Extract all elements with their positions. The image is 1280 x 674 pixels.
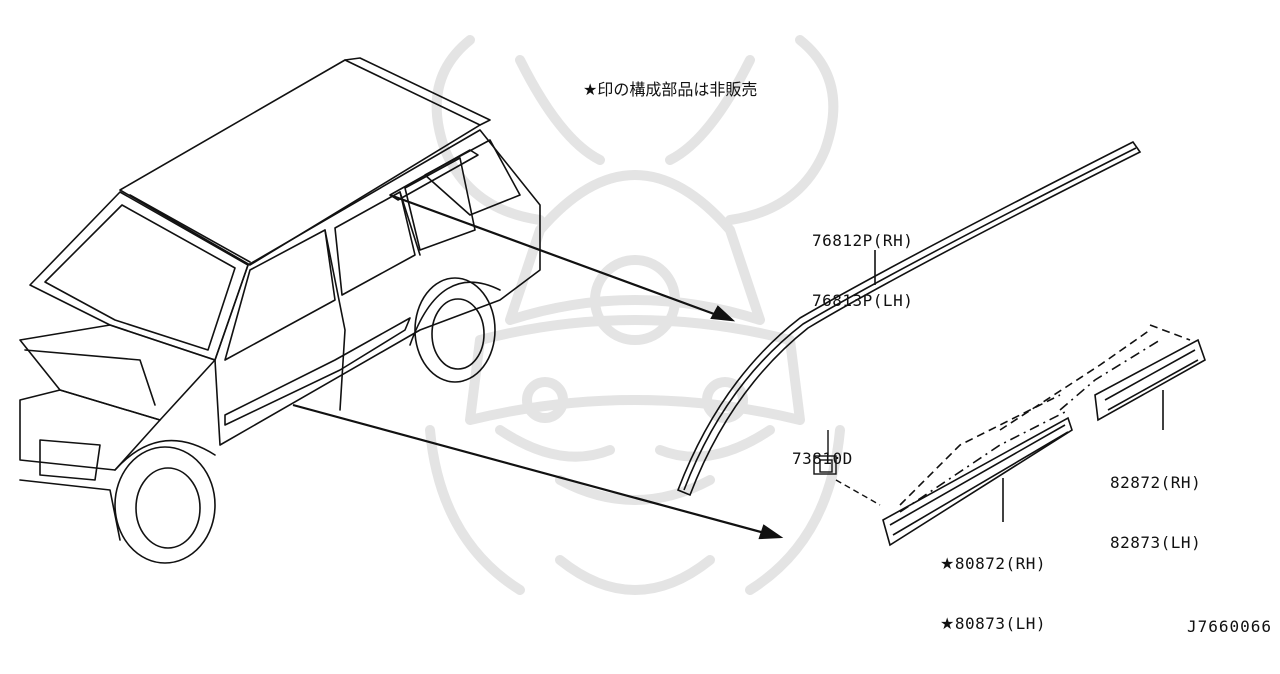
- arrows: [292, 193, 784, 540]
- diagram-code: J7660066: [1186, 617, 1272, 636]
- star-icon: ★: [940, 554, 955, 573]
- part-label-80872[interactable]: ★80872(RH) ★80873(LH): [940, 514, 1046, 674]
- non-sale-note: ★印の構成部品は非販売: [583, 76, 757, 100]
- drip-molding-part: [676, 140, 1142, 497]
- part-number: 73810D: [792, 449, 853, 468]
- front-door-molding-part: [882, 329, 1161, 547]
- vehicle-illustration: [19, 57, 541, 564]
- clip-part: [813, 430, 881, 506]
- parts-diagram: ★印の構成部品は非販売 76812P(RH) 76813P(LH) 73810D…: [19, 35, 1272, 636]
- non-sale-note-text: 印の構成部品は非販売: [597, 80, 758, 99]
- part-number-lh: 80873(LH): [954, 614, 1047, 633]
- part-label-76812p[interactable]: 76812P(RH) 76813P(LH): [812, 191, 913, 351]
- star-icon: ★: [940, 614, 955, 633]
- samurai-helmet-watermark-icon: [425, 35, 845, 595]
- part-number-rh: 76812P(RH): [812, 231, 914, 250]
- part-number-rh: 80872(RH): [954, 554, 1047, 573]
- part-number-rh: 82872(RH): [1110, 473, 1202, 492]
- part-label-82872[interactable]: 82872(RH) 82873(LH): [1110, 433, 1201, 593]
- part-number-lh: 76813P(LH): [812, 291, 914, 310]
- part-number-lh: 82873(LH): [1110, 533, 1202, 552]
- diagram-drawing: [19, 35, 1206, 595]
- part-label-73810d[interactable]: 73810D: [792, 409, 853, 509]
- star-icon: ★: [583, 80, 598, 99]
- rear-door-molding-part: [1094, 324, 1206, 430]
